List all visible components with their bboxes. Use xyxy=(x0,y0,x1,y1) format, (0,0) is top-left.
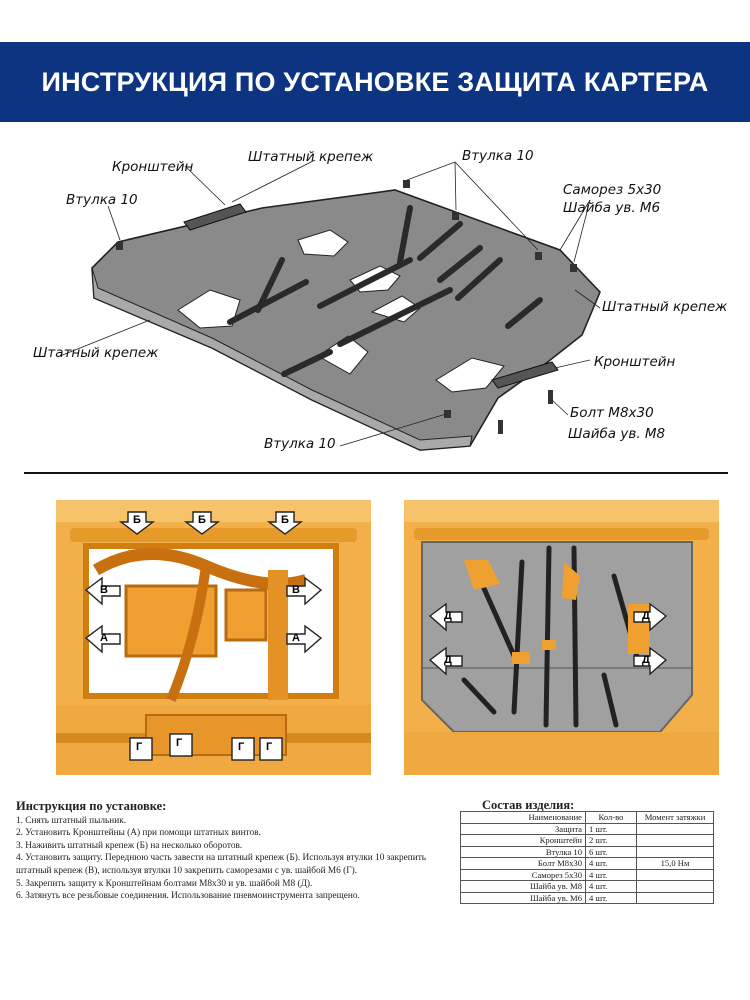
marker-b: Б xyxy=(198,514,206,526)
parts-title: Состав изделия: xyxy=(482,798,575,812)
marker-g: Г xyxy=(136,741,143,753)
table-row: Шайба ув. М6 4 шт. xyxy=(460,891,714,904)
marker-a: А xyxy=(292,632,300,644)
marker-g: Г xyxy=(176,737,183,749)
cell-torque xyxy=(636,880,714,893)
instructions-list: 1. Снять штатный пыльник. 2. Установить … xyxy=(16,815,446,903)
marker-b: Б xyxy=(133,514,141,526)
header-banner: ИНСТРУКЦИЯ ПО УСТАНОВКЕ ЗАЩИТА КАРТЕРА xyxy=(0,42,750,122)
label-shtatny-right: Штатный крепеж xyxy=(602,299,728,315)
instruction-step: 3. Наживить штатный крепеж (Б) на нескол… xyxy=(16,840,243,851)
cell-torque: 15,0 Нм xyxy=(636,857,714,870)
cell-torque xyxy=(636,845,714,858)
cell-name: Защита xyxy=(460,822,586,835)
cell-qty: 1 шт. xyxy=(585,822,637,835)
col-name: Наименование xyxy=(460,811,586,824)
bushings xyxy=(116,180,577,434)
instruction-step: 6. Затянуть все резьбовые соединения. Ис… xyxy=(16,891,360,902)
marker-a: А xyxy=(100,632,108,644)
cell-qty: 4 шт. xyxy=(585,857,637,870)
instruction-step: 1. Снять штатный пыльник. xyxy=(16,815,127,826)
cell-qty: 2 шт. xyxy=(585,834,637,847)
col-torque: Момент затяжки xyxy=(636,811,714,824)
table-header-row: Наименование Кол-во Момент затяжки xyxy=(460,811,714,824)
cell-name: Втулка 10 xyxy=(460,845,586,858)
table-row: Кронштейн 2 шт. xyxy=(460,834,714,847)
cell-qty: 4 шт. xyxy=(585,880,637,893)
label-kronshtein-top: Кронштейн xyxy=(112,159,194,175)
skid-plate-diagram: Кронштейн Штатный крепеж Втулка 10 Втулк… xyxy=(0,130,750,470)
cell-torque xyxy=(636,868,714,881)
col-qty: Кол-во xyxy=(585,811,637,824)
label-samorez: Саморез 5х30 xyxy=(563,182,662,198)
marker-d: Д xyxy=(444,610,452,622)
cell-name: Шайба ув. М6 xyxy=(460,891,586,904)
photo-underbody-before: Б Б Б В В А А Г Г Г Г xyxy=(56,500,371,775)
leader-lines xyxy=(59,159,601,447)
divider xyxy=(24,472,728,474)
table-row: Шайба ув. М8 4 шт. xyxy=(460,880,714,893)
label-vtulka-bottom: Втулка 10 xyxy=(264,436,336,452)
bracket-right xyxy=(491,361,559,389)
marker-g: Г xyxy=(238,741,245,753)
cell-qty: 6 шт. xyxy=(585,845,637,858)
instructions-title: Инструкция по установке: xyxy=(16,799,167,813)
label-vtulka-top: Втулка 10 xyxy=(462,148,534,164)
instruction-step: 2. Установить Кронштейны (А) при помощи … xyxy=(16,828,261,839)
underbody-image xyxy=(56,500,371,775)
marker-v: В xyxy=(100,584,108,596)
marker-d: Д xyxy=(642,654,650,666)
underbody-plate-image xyxy=(404,500,719,775)
label-bolt: Болт М8х30 xyxy=(570,405,654,421)
marker-g: Г xyxy=(266,741,273,753)
label-shtatny-top: Штатный крепеж xyxy=(248,149,374,165)
cutout xyxy=(177,289,241,329)
table-row: Защита 1 шт. xyxy=(460,822,714,835)
table-row: Втулка 10 6 шт. xyxy=(460,845,714,858)
cell-qty: 4 шт. xyxy=(585,891,637,904)
label-shaiba-m8: Шайба ув. М8 xyxy=(568,426,666,442)
cutout xyxy=(435,357,505,393)
page-title: ИНСТРУКЦИЯ ПО УСТАНОВКЕ ЗАЩИТА КАРТЕРА xyxy=(41,66,709,97)
table-row: Болт М8х30 4 шт. 15,0 Нм xyxy=(460,857,714,870)
parts-table: Наименование Кол-во Момент затяжки Защит… xyxy=(460,811,714,904)
marker-d: Д xyxy=(642,610,650,622)
label-shaiba-m6: Шайба ув. М6 xyxy=(563,200,661,216)
table-row: Саморез 5х30 4 шт. xyxy=(460,868,714,881)
cutout xyxy=(297,229,349,257)
cell-name: Кронштейн xyxy=(460,834,586,847)
cell-torque xyxy=(636,891,714,904)
skid-plate-drawing xyxy=(59,159,601,451)
instruction-step: 4. Установить защиту. Переднюю часть зав… xyxy=(16,853,427,876)
cell-torque xyxy=(636,834,714,847)
cell-name: Болт М8х30 xyxy=(460,857,586,870)
ribs xyxy=(227,205,543,377)
installed-plate xyxy=(421,541,693,733)
instruction-step: 5. Закрепить защиту к Кронштейнам болтам… xyxy=(16,878,313,889)
cell-name: Саморез 5х30 xyxy=(460,868,586,881)
cell-qty: 4 шт. xyxy=(585,868,637,881)
label-kronshtein-right: Кронштейн xyxy=(594,354,676,370)
marker-d: Д xyxy=(444,654,452,666)
label-vtulka-left: Втулка 10 xyxy=(66,192,138,208)
marker-v: В xyxy=(292,584,300,596)
bracket-top xyxy=(183,203,247,231)
label-shtatny-left: Штатный крепеж xyxy=(33,345,159,361)
cell-name: Шайба ув. М8 xyxy=(460,880,586,893)
cell-torque xyxy=(636,822,714,835)
marker-b: Б xyxy=(281,514,289,526)
installation-instructions: Инструкция по установке: 1. Снять штатны… xyxy=(16,800,446,903)
photo-underbody-after: Д Д Д Д xyxy=(404,500,719,775)
